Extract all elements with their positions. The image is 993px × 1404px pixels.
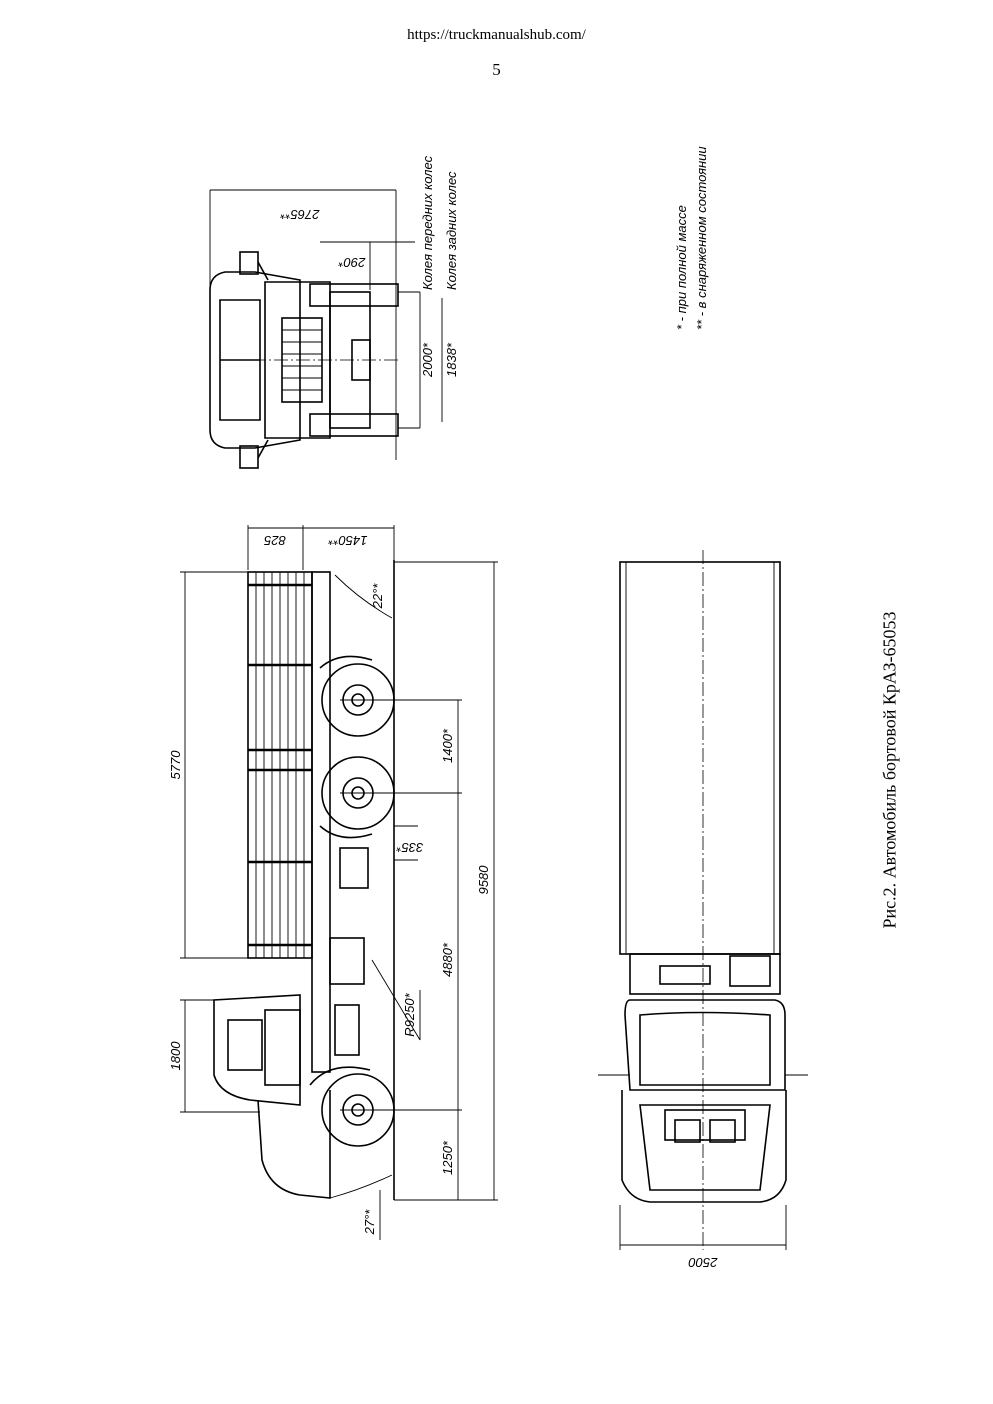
figure-caption-text: Рис.2. Автомобиль бортовой КрАЗ-65053 xyxy=(879,611,900,929)
legend: * - при полной массе ** - в снаряженном … xyxy=(674,146,709,330)
dim-825: 825 xyxy=(263,533,285,548)
dim-1450: 1450** xyxy=(328,533,368,548)
angle-22: 22°* xyxy=(370,583,385,610)
dim-2000: 2000* xyxy=(420,342,435,378)
legend-line-2: ** - в снаряженном состоянии xyxy=(694,146,709,330)
dim-1838: 1838* xyxy=(444,342,459,377)
dim-335: 335* xyxy=(396,840,424,855)
dim-5770: 5770 xyxy=(168,750,183,780)
dim-1400: 1400* xyxy=(440,728,455,763)
dim-4880: 4880* xyxy=(440,942,455,977)
dim-2500: 2500 xyxy=(688,1255,719,1270)
front-view: 2765** 290* 2000* 1838* Колея передних к… xyxy=(209,155,459,469)
dim-1800: 1800 xyxy=(168,1041,183,1071)
side-view: 5770 1800 825 1450** 22°* 1400* 335* 488… xyxy=(168,525,498,1240)
dim-1250: 1250* xyxy=(440,1140,455,1175)
turn-radius: R9250* xyxy=(402,992,417,1036)
top-view: 2500 xyxy=(598,550,808,1270)
angle-27: 27°* xyxy=(362,1209,377,1236)
legend-line-1: * - при полной массе xyxy=(674,205,689,330)
page-number: 5 xyxy=(492,60,501,79)
track-rear-label: Колея задних колес xyxy=(444,171,459,290)
figure-caption: Рис.2. Автомобиль бортовой КрАЗ-65053 xyxy=(870,600,910,940)
source-url[interactable]: https://truckmanualshub.com/ xyxy=(407,27,586,43)
dim-290: 290* xyxy=(338,255,367,270)
dim-2765: 2765** xyxy=(280,207,321,222)
track-front-label: Колея передних колес xyxy=(420,155,435,290)
dim-9580: 9580 xyxy=(476,865,491,895)
